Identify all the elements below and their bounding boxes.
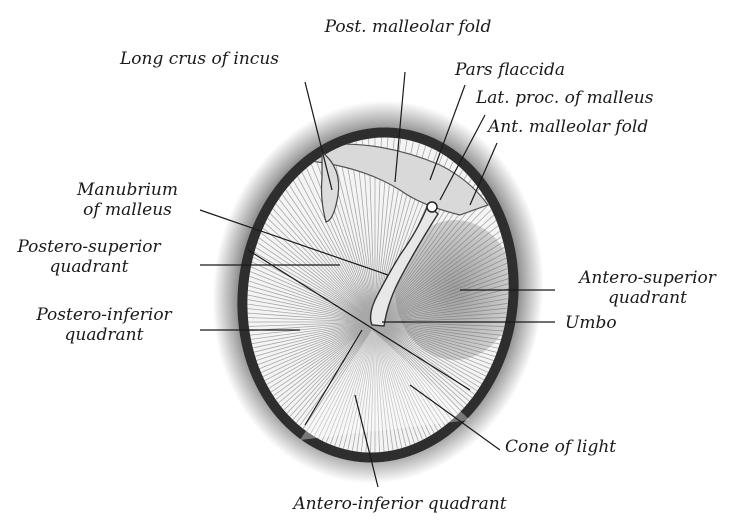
label-manubrium-line-1: Manubrium (40, 180, 215, 200)
label-antero-superior-quadrant: Antero-superior quadrant (560, 268, 735, 308)
label-postero-superior-line-1: Postero-superior (0, 237, 178, 257)
label-ant-malleolar-fold: Ant. malleolar fold (488, 117, 648, 137)
label-postero-inferior-line-1: Postero-inferior (14, 305, 194, 325)
label-antero-inferior-quadrant: Antero-inferior quadrant (250, 494, 550, 514)
label-postero-inferior-line-2: quadrant (14, 325, 194, 345)
label-manubrium-line-2: of malleus (40, 200, 215, 220)
label-antero-superior-line-2: quadrant (560, 288, 735, 308)
label-manubrium-of-malleus: Manubrium of malleus (40, 180, 215, 220)
label-umbo: Umbo (565, 313, 617, 333)
label-lat-proc-of-malleus: Lat. proc. of malleus (476, 88, 653, 108)
label-post-malleolar-fold: Post. malleolar fold (278, 17, 538, 37)
label-postero-superior-quadrant: Postero-superior quadrant (0, 237, 178, 277)
label-postero-inferior-quadrant: Postero-inferior quadrant (14, 305, 194, 345)
label-long-crus-of-incus: Long crus of incus (120, 49, 279, 69)
lateral-process (427, 202, 437, 212)
label-postero-superior-line-2: quadrant (0, 257, 178, 277)
label-antero-superior-line-1: Antero-superior (560, 268, 735, 288)
label-cone-of-light: Cone of light (505, 437, 616, 457)
label-pars-flaccida: Pars flaccida (455, 60, 565, 80)
